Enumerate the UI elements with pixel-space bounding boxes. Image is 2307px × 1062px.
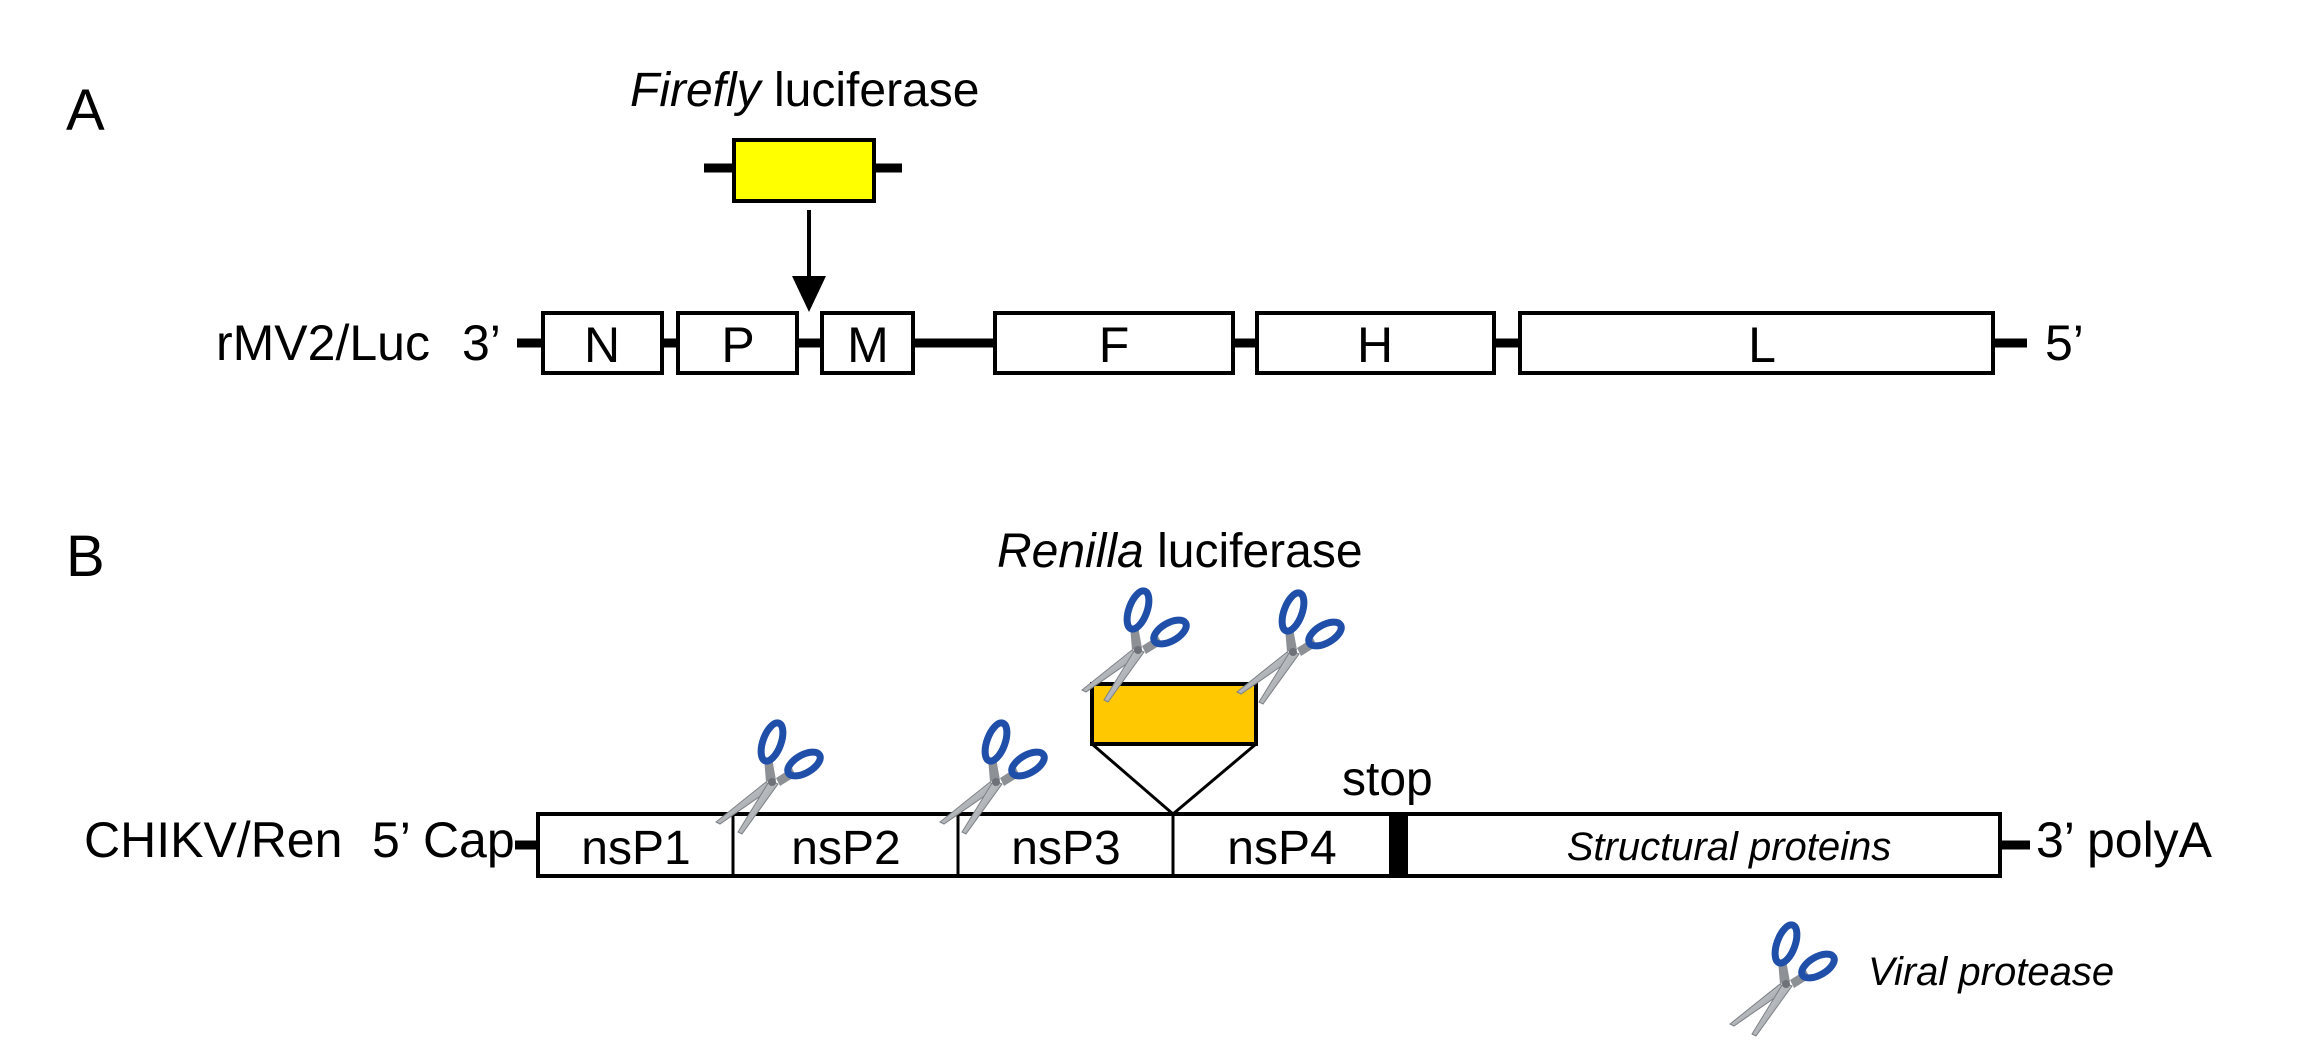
gene-box-n — [541, 311, 664, 375]
renilla-rest: luciferase — [1144, 525, 1363, 578]
renilla-italic: Renilla — [997, 525, 1144, 578]
gene-label-l: L — [1748, 317, 1776, 373]
firefly-luciferase-label: Firefly luciferase — [630, 64, 979, 117]
gene-label-n: N — [584, 317, 620, 373]
gene-n: N — [541, 311, 664, 375]
end-label-5cap: 5’ Cap — [372, 812, 515, 868]
renilla-luciferase-label: Renilla luciferase — [997, 525, 1363, 578]
gene-label-p: P — [721, 317, 754, 373]
gene-box-m — [820, 311, 915, 375]
construct-label-rmv2: rMV2/Luc — [216, 315, 430, 371]
renilla-luciferase-box — [1090, 682, 1258, 746]
end-label-3polya: 3’ polyA — [2036, 812, 2213, 868]
gene-label-f: F — [1099, 317, 1130, 373]
panel-letter-a: A — [66, 78, 105, 143]
gene-box-h — [1255, 311, 1496, 375]
panel-a: A Firefly luciferase rMV2/Luc 3’ 5’ N P … — [66, 64, 2084, 375]
insertion-line-right — [1172, 742, 1257, 816]
segment-label-nsp3: nsP3 — [1011, 822, 1120, 875]
gene-box-l — [1518, 311, 1995, 375]
gene-p: P — [676, 311, 799, 375]
gene-l: L — [1518, 311, 1995, 375]
panel-b: B Renilla luciferase CHIKV/Ren 5’ Cap 3’… — [66, 524, 2213, 878]
gene-label-m: M — [847, 317, 889, 373]
gene-box-f — [993, 311, 1235, 375]
segment-label-nsp4: nsP4 — [1227, 822, 1336, 875]
stop-label: stop — [1342, 753, 1433, 806]
firefly-italic: Firefly — [630, 64, 764, 117]
structural-proteins-label: Structural proteins — [1567, 825, 1892, 869]
panel-letter-b: B — [66, 524, 105, 589]
gene-box-p — [676, 311, 799, 375]
end-label-5prime: 5’ — [2045, 315, 2084, 371]
end-label-3prime: 3’ — [462, 315, 501, 371]
firefly-rest: luciferase — [761, 64, 980, 117]
insertion-arrow-head — [792, 276, 826, 312]
scissors-icon — [1730, 922, 1838, 1036]
gene-h: H — [1255, 311, 1496, 375]
segment-label-nsp1: nsP1 — [581, 822, 690, 875]
gene-label-h: H — [1357, 317, 1393, 373]
insertion-line-left — [1091, 742, 1174, 816]
gene-f: F — [993, 311, 1235, 375]
construct-label-chikv: CHIKV/Ren — [84, 812, 342, 868]
chikv-genome-box — [536, 812, 2002, 878]
legend: Viral protease — [1730, 922, 2114, 1036]
legend-label-viral-protease: Viral protease — [1868, 950, 2114, 994]
stop-codon-bar — [1389, 812, 1408, 878]
gene-m: M — [820, 311, 915, 375]
firefly-luciferase-box — [732, 138, 876, 203]
segment-label-nsp2: nsP2 — [791, 822, 900, 875]
